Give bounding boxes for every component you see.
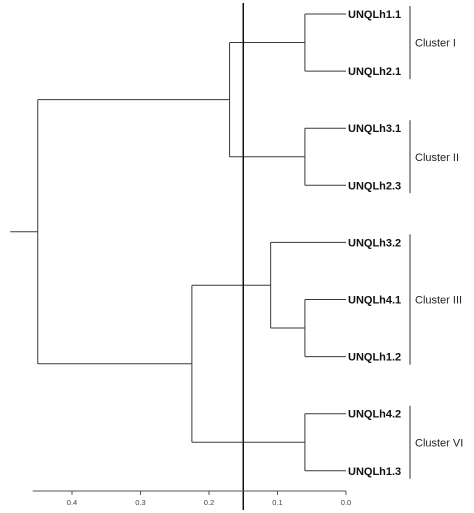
merge-5: [229, 42, 305, 158]
leaf-labels: UNQLh1.1UNQLh2.1UNQLh3.1UNQLh2.3UNQLh3.2…: [348, 9, 401, 478]
cluster-group: Cluster VI: [409, 405, 463, 479]
cluster-group: Cluster I: [409, 6, 456, 80]
merge-4: [304, 413, 346, 472]
dendrogram-branches: [10, 13, 346, 472]
cluster-label: Cluster III: [415, 295, 462, 307]
leaf-label: UNQLh4.1: [348, 295, 401, 307]
merge-2: [304, 299, 346, 358]
leaf-label: UNQLh3.2: [348, 237, 401, 249]
cluster-label: Cluster II: [415, 152, 459, 164]
leaf-label: UNQLh2.1: [348, 66, 401, 78]
leaf-label: UNQLh1.2: [348, 352, 401, 364]
leaf-label: UNQLh4.2: [348, 409, 401, 421]
x-tick-label: 0.3: [135, 498, 145, 507]
cluster-label: Cluster I: [415, 38, 456, 50]
merge-1: [304, 127, 346, 186]
merge-6: [191, 284, 305, 443]
x-tick-label: 0.0: [341, 498, 351, 507]
cluster-group: Cluster III: [409, 234, 462, 365]
merge-7: [37, 99, 230, 365]
cluster-label: Cluster VI: [415, 437, 463, 449]
leaf-label: UNQLh2.3: [348, 180, 401, 192]
x-tick-label: 0.4: [67, 498, 77, 507]
merge-3: [270, 241, 346, 329]
leaf-label: UNQLh1.1: [348, 9, 401, 21]
cluster-brackets: Cluster I Cluster II Cluster III Cluster VI: [409, 6, 463, 479]
cluster-group: Cluster II: [409, 120, 459, 194]
merge-0: [304, 13, 346, 72]
leaf-label: UNQLh3.1: [348, 123, 401, 135]
x-axis: 0.4 0.3 0.2 0.1 0.0: [32, 490, 351, 507]
x-tick-label: 0.2: [204, 498, 214, 507]
x-tick-label: 0.1: [272, 498, 282, 507]
leaf-label: UNQLh1.3: [348, 466, 401, 478]
